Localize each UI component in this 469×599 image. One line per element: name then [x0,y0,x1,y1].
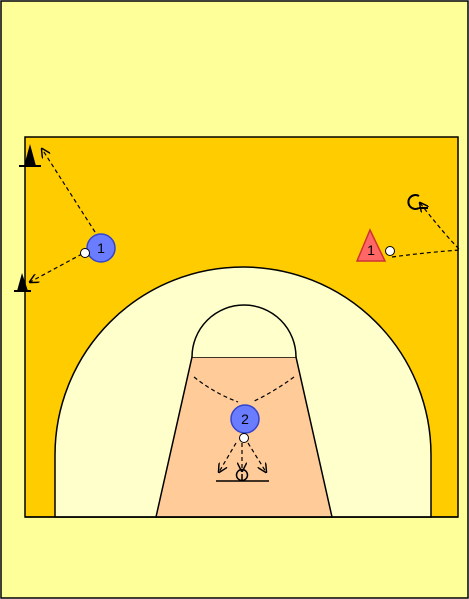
free-throw-circle [191,304,297,358]
pass-arrow [247,442,266,472]
ball-icon [385,246,395,256]
svg-text:1: 1 [367,242,375,258]
movement-lines [30,149,462,472]
ball-icon [80,248,90,258]
svg-text:2: 2 [241,411,249,427]
pass-arrow [30,253,83,282]
cone-icon [14,273,31,292]
svg-text:1: 1 [97,240,105,256]
cone-icon [19,144,41,167]
curl-cut-icon [407,194,428,210]
offense-player-2: 2 [230,404,260,443]
pass-arrow [42,149,96,233]
pass-arrow [219,442,237,472]
ball-icon [239,433,249,443]
offense-player-1: 1 [80,233,116,263]
screen-path-right [251,376,295,403]
cut-arrow [391,203,462,258]
defense-player-1: 1 [355,228,395,262]
